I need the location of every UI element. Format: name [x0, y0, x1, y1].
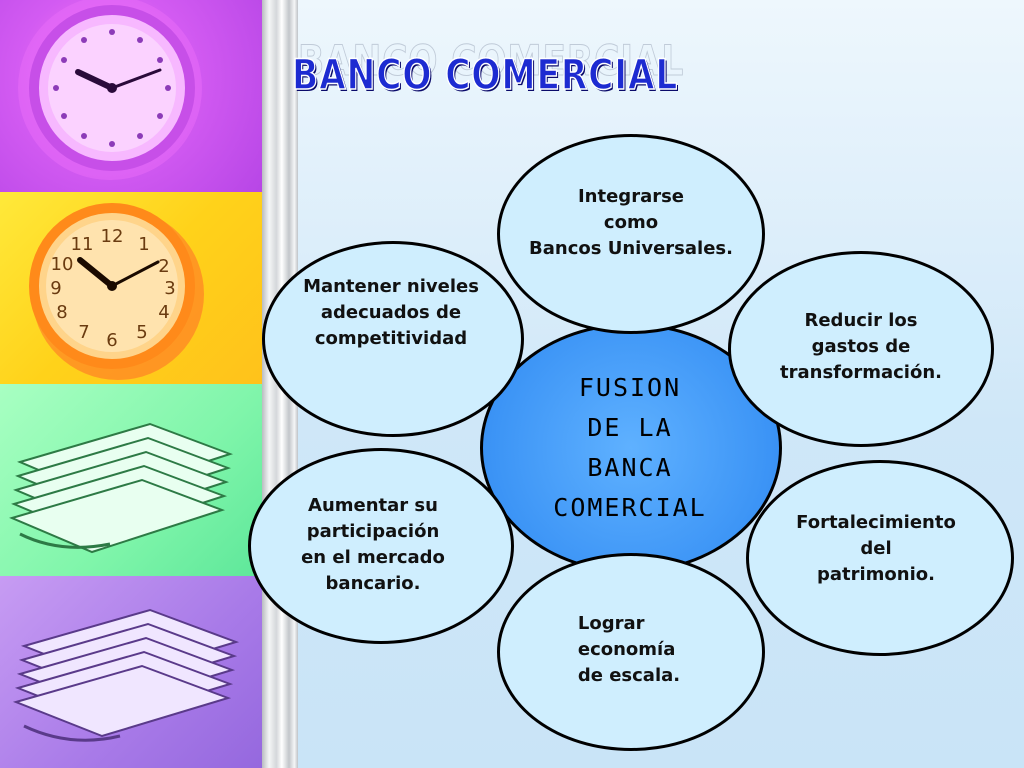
- node-fortalecimiento: Fortalecimiento del patrimonio.: [746, 460, 1014, 656]
- svg-text:8: 8: [56, 302, 67, 323]
- svg-text:3: 3: [164, 278, 175, 299]
- svg-text:2: 2: [158, 256, 169, 277]
- svg-text:5: 5: [136, 322, 147, 343]
- svg-text:7: 7: [78, 322, 89, 343]
- node-aumentar: Aumentar su participación en el mercado …: [248, 448, 514, 644]
- node-lograr-text: Lograr economía de escala.: [577, 613, 681, 686]
- svg-text:4: 4: [158, 302, 169, 323]
- slide-title: BANCO COMERCIAL: [291, 49, 679, 100]
- papers-image-purple: [0, 576, 262, 768]
- svg-text:1: 1: [138, 234, 149, 255]
- papers-icon: [9, 422, 234, 554]
- node-reducir: Reducir los gastos de transformación.: [728, 251, 994, 447]
- svg-text:10: 10: [51, 254, 74, 275]
- clock-icon: 12 1 2 3 4 5 6 7 8 9 10 11: [29, 203, 204, 380]
- node-aumentar-text: Aumentar su participación en el mercado …: [301, 495, 445, 594]
- node-integrarse-text: Integrarse como Bancos Universales.: [529, 186, 733, 259]
- title-shadow: BANCO COMERCIAL: [298, 36, 685, 86]
- papers-image-green: [0, 384, 262, 576]
- photo-strip: 12 1 2 3 4 5 6 7 8 9 10 11: [0, 0, 262, 768]
- svg-text:12: 12: [101, 226, 124, 247]
- svg-text:11: 11: [71, 234, 94, 255]
- node-integrarse: Integrarse como Bancos Universales.: [497, 134, 765, 334]
- node-reducir-text: Reducir los gastos de transformación.: [780, 310, 942, 383]
- clock-image-orange: 12 1 2 3 4 5 6 7 8 9 10 11: [0, 192, 262, 384]
- papers-icon: [12, 608, 240, 742]
- center-node-text: FUSION DE LA BANCA COMERCIAL: [553, 373, 707, 522]
- node-mantener-text: Mantener niveles adecuados de competitiv…: [303, 276, 479, 349]
- svg-text:6: 6: [106, 330, 117, 351]
- svg-text:9: 9: [50, 278, 61, 299]
- node-mantener: Mantener niveles adecuados de competitiv…: [262, 241, 524, 437]
- node-fortalecimiento-text: Fortalecimiento del patrimonio.: [796, 512, 956, 585]
- node-lograr: Lograr economía de escala.: [497, 553, 765, 751]
- clock-image-purple: [0, 0, 262, 192]
- clock-icon: [18, 0, 202, 180]
